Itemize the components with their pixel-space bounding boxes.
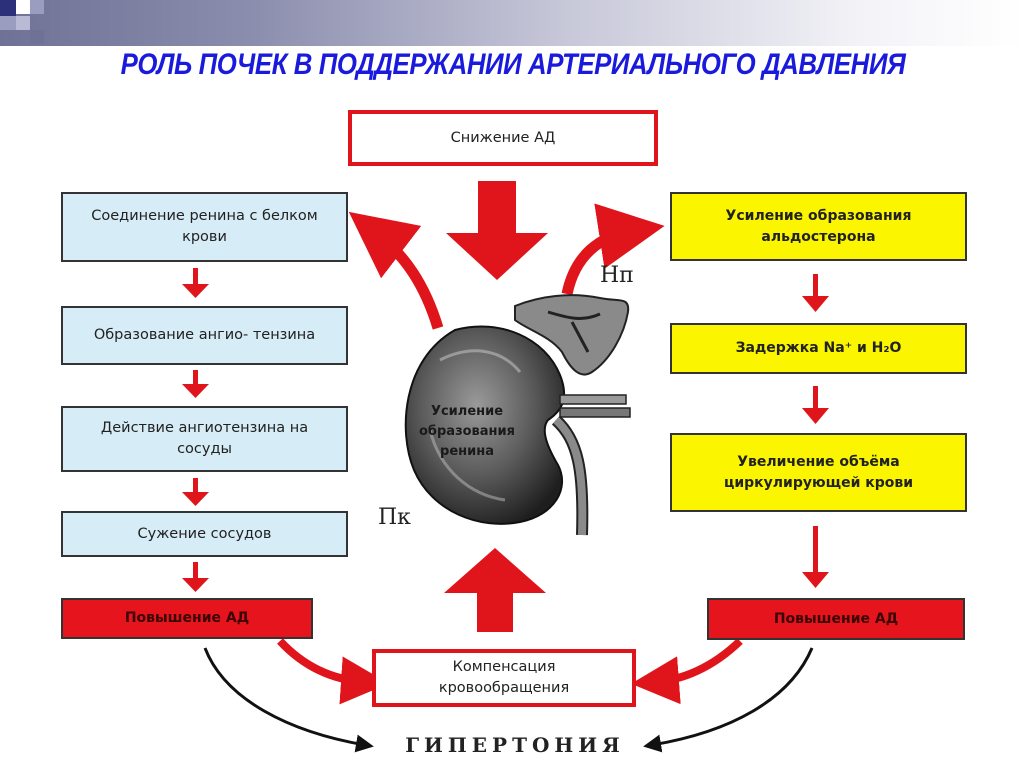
big-arrow-up <box>444 548 546 632</box>
deco-square <box>16 0 30 14</box>
aldosterone-box: Усиление образования альдостерона <box>670 192 967 261</box>
deco-square <box>30 0 44 14</box>
slide-title: РОЛЬ ПОЧЕК В ПОДДЕРЖАНИИ АРТЕРИАЛЬНОГО Д… <box>120 48 906 81</box>
blood-volume-box: Увеличение объёма циркулирующей крови <box>670 433 967 512</box>
right-increase-bp-box: Повышение АД <box>707 598 965 640</box>
vasoconstriction-box: Сужение сосудов <box>61 511 348 557</box>
big-arrow-down <box>446 181 548 280</box>
compensation-box: Компенсация кровообращения <box>372 649 636 707</box>
sodium-water-retention-box: Задержка Na⁺ и H₂O <box>670 323 967 374</box>
left-chain-arrows <box>182 268 209 592</box>
deco-square <box>0 0 16 16</box>
deco-square <box>30 30 44 44</box>
decrease-bp-box: Снижение АД <box>348 110 658 166</box>
renin-binding-box: Соединение ренина с белком крови <box>61 192 348 262</box>
kidney-label: Усиление образования ренина <box>418 404 515 459</box>
arrow-left-to-hypertension <box>203 647 374 753</box>
deco-square <box>16 16 30 30</box>
hypertension-label: ГИПЕРТОНИЯ <box>405 733 625 757</box>
angiotensin-formation-box: Образование ангио- тензина <box>61 306 348 365</box>
deco-square <box>0 16 16 30</box>
arrow-left-to-compensation <box>277 638 389 705</box>
right-chain-arrows <box>802 274 829 588</box>
curve-arrow-left <box>348 211 444 330</box>
header-band <box>0 0 1024 46</box>
kidney <box>404 325 566 525</box>
curve-arrow-right <box>561 203 665 296</box>
angiotensin-action-box: Действие ангиотензина на сосуды <box>61 406 348 472</box>
label-np: Нп <box>600 263 634 288</box>
label-pk: Пк <box>378 505 411 530</box>
left-increase-bp-box: Повышение АД <box>61 598 313 639</box>
arrow-right-to-compensation <box>631 638 743 705</box>
arrow-right-to-hypertension <box>643 647 814 753</box>
